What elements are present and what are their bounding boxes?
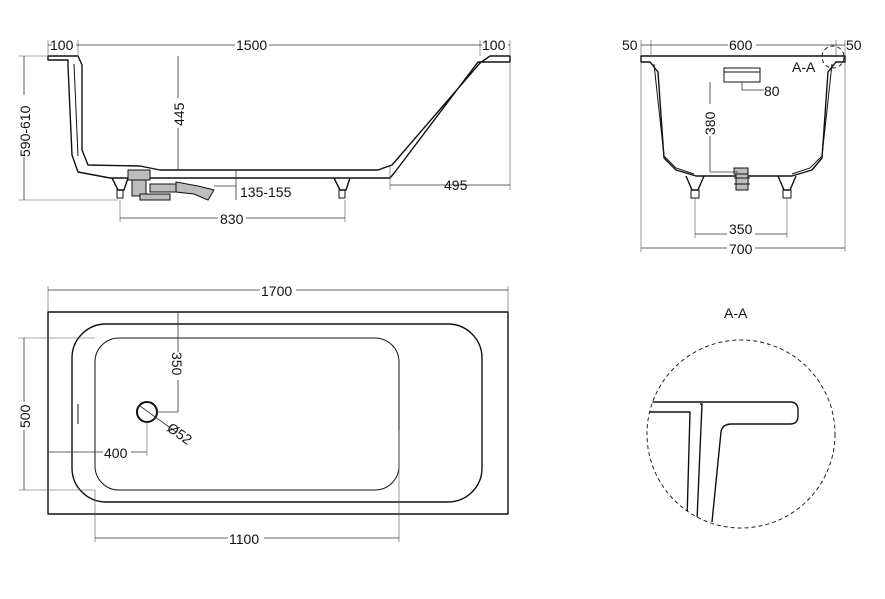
dim-side-height: 590-610: [17, 105, 33, 157]
dim-end-total-width: 700: [729, 241, 753, 257]
end-drain: [733, 167, 750, 191]
dim-end-rim-left: 50: [622, 37, 638, 53]
dim-side-drain-height: 135-155: [240, 184, 292, 200]
dim-plan-width: 500: [17, 404, 33, 428]
plan-view: 1700 500 350 Ø52 400 1100: [15, 283, 509, 547]
plan-outer-rim: [47, 311, 509, 515]
detail-view: A-A: [646, 305, 836, 529]
dim-plan-drain-x: 400: [104, 445, 128, 461]
dim-side-bottom-right: 495: [444, 177, 468, 193]
dim-side-top-right: 100: [482, 37, 506, 53]
dim-plan-inner-length: 1100: [229, 531, 259, 547]
dim-side-top-left: 100: [50, 37, 74, 53]
section-marker-circle: [821, 45, 845, 69]
side-drain: [127, 169, 215, 201]
dim-end-overflow: 80: [764, 83, 780, 99]
dim-side-top-mid: 1500: [236, 37, 267, 53]
section-marker-label: A-A: [792, 59, 816, 75]
dim-side-legs: 830: [220, 211, 244, 227]
plan-basin-inner: [94, 337, 400, 491]
detail-boundary: [646, 339, 836, 529]
dim-plan-drain-diameter: Ø52: [164, 419, 195, 447]
dim-end-legs: 350: [729, 221, 753, 237]
plan-basin-outer: [71, 323, 483, 503]
side-view: 100 1500 100 590-610 445 135-155 495 830: [15, 37, 511, 227]
end-view: A-A 50 600 50 80 380 350 700: [622, 37, 862, 257]
dim-end-top-width: 600: [729, 37, 753, 53]
dim-plan-length: 1700: [261, 283, 292, 299]
side-legs: [111, 177, 351, 199]
dim-end-depth: 380: [702, 111, 718, 135]
dim-plan-drain-y: 350: [169, 352, 185, 376]
plan-drain: [136, 401, 158, 423]
dim-end-rim-right: 50: [846, 37, 862, 53]
end-overflow: [723, 67, 761, 83]
detail-title: A-A: [724, 305, 748, 321]
dim-side-depth: 445: [171, 102, 187, 126]
